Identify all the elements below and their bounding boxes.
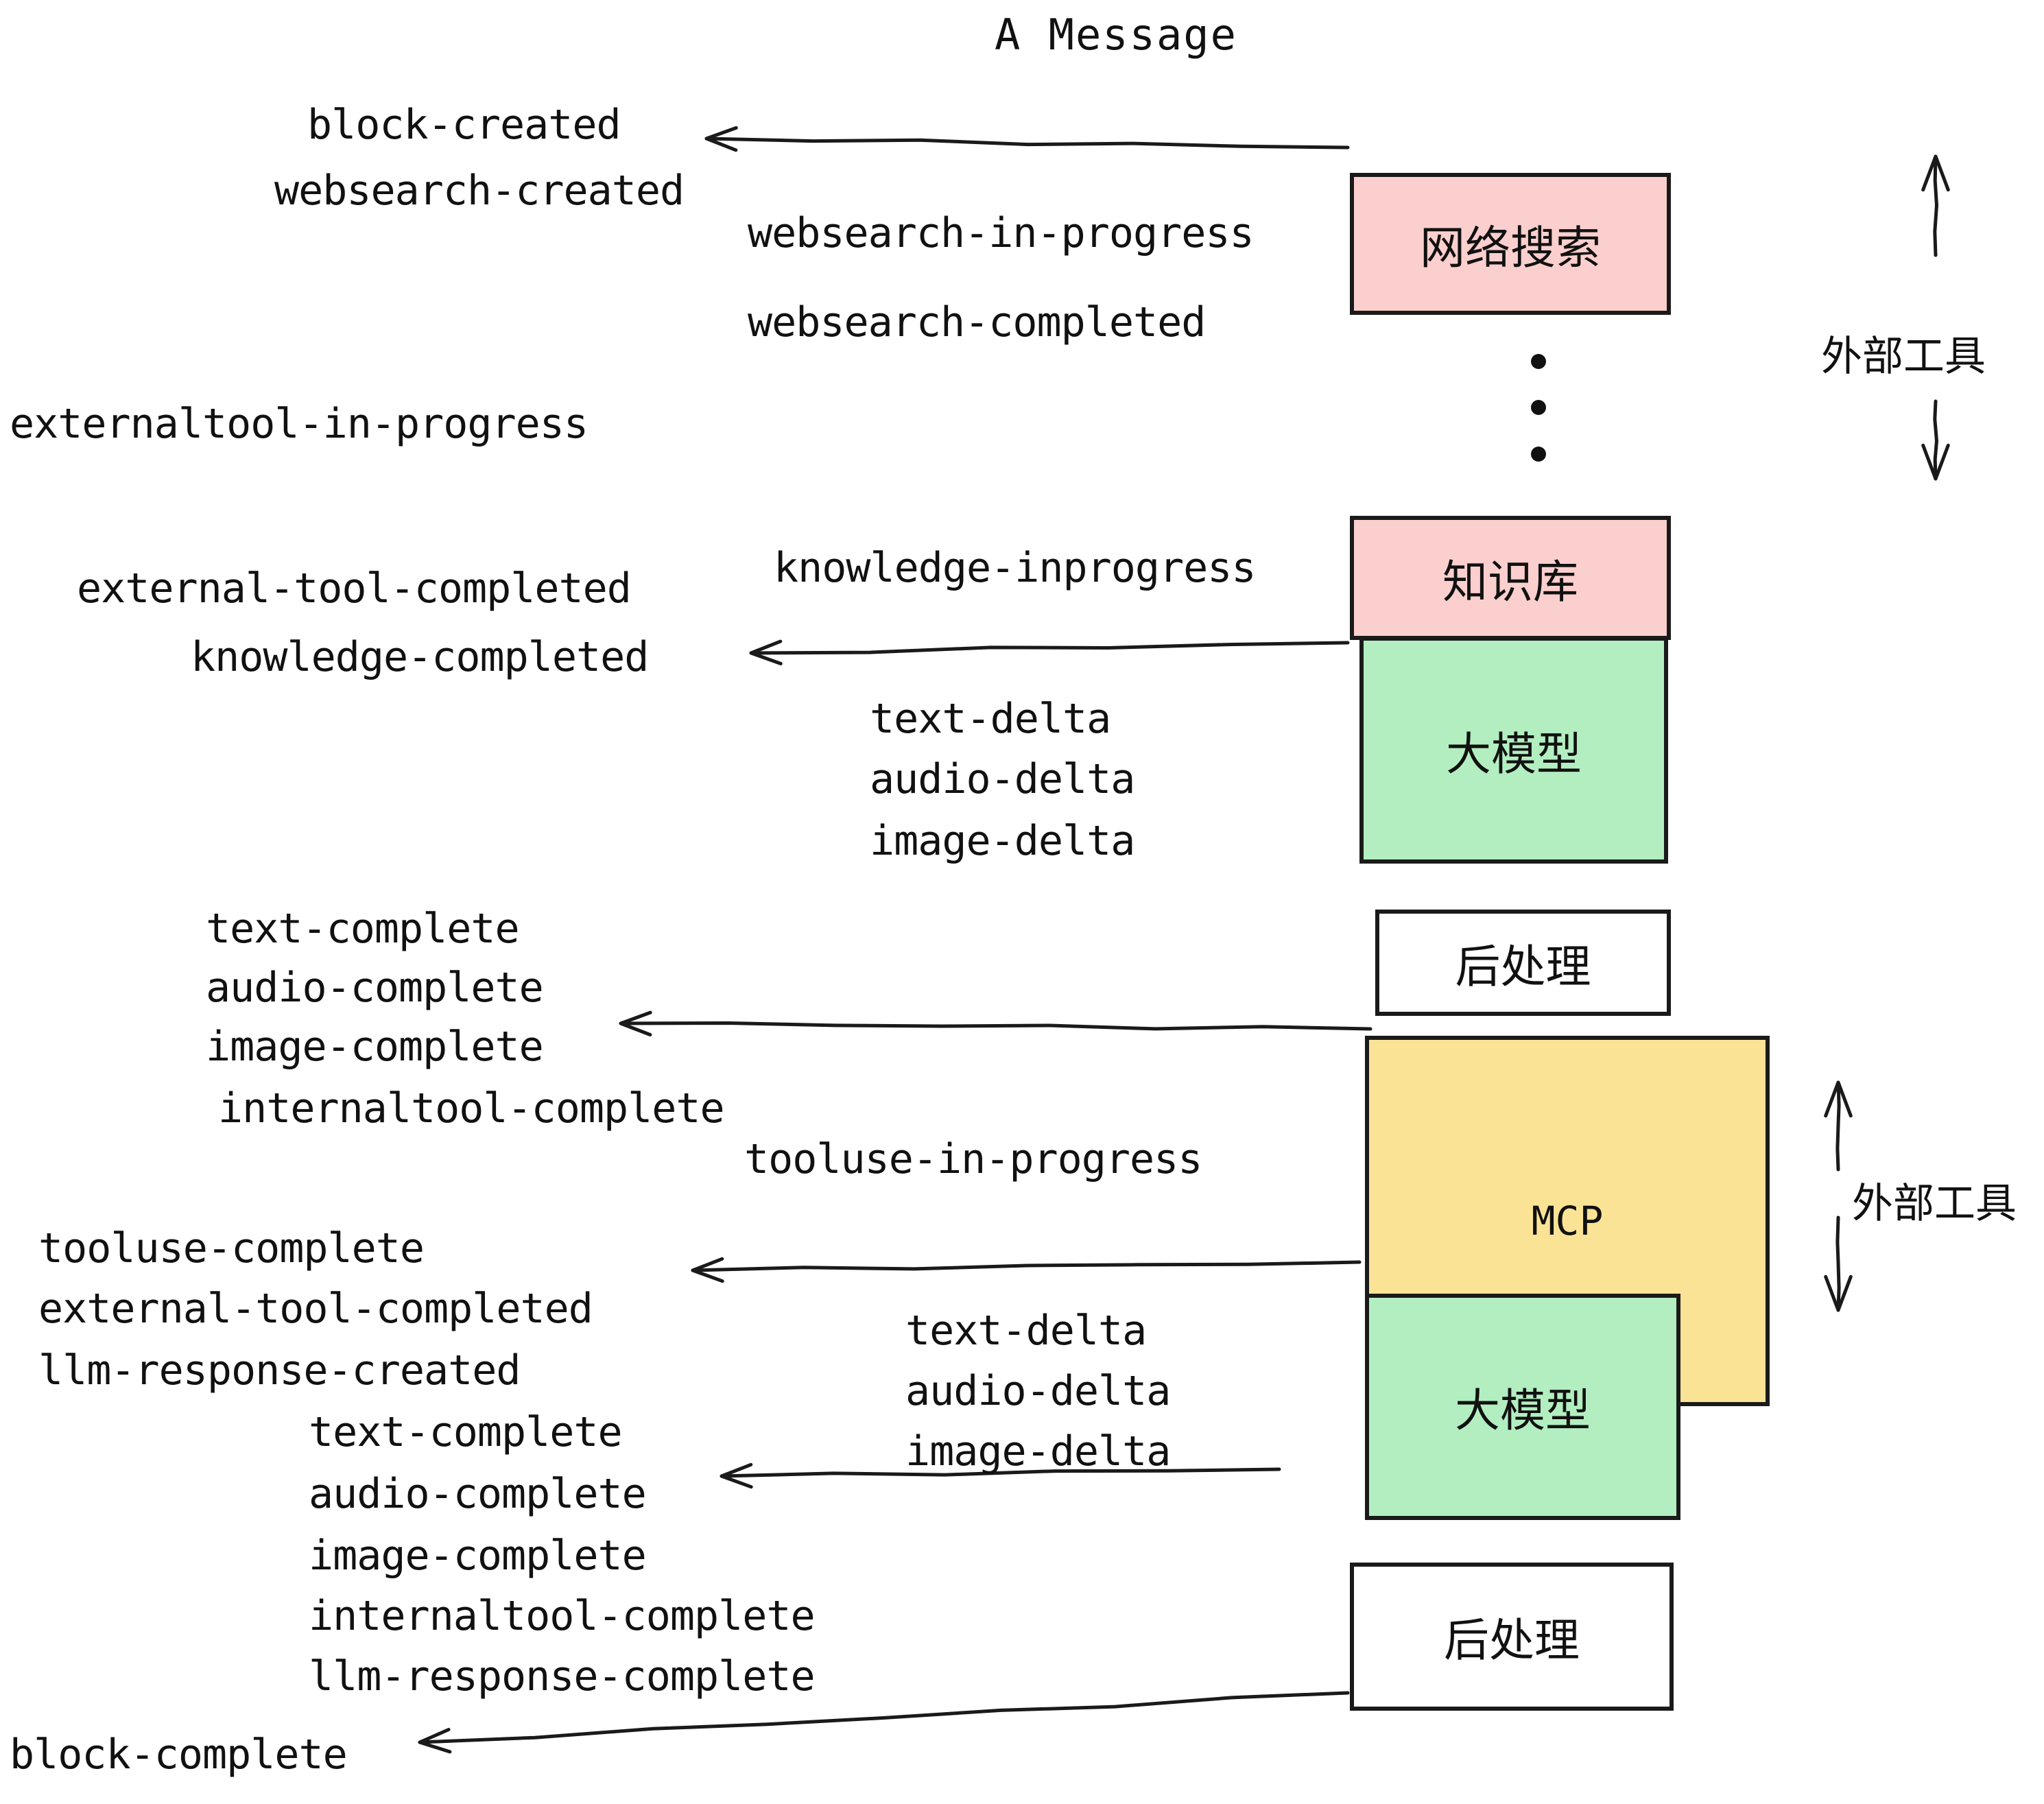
external-tools-arrow-up-2-line [1835,1080,1841,1172]
arrow-mcp-to-events-head [691,1257,724,1283]
event-label-image-complete-2: image-complete [309,1532,647,1580]
arrow-llm2-to-events-line [720,1467,1281,1478]
event-label-audio-delta-1: audio-delta [870,755,1135,803]
event-label-block-created: block-created [307,101,621,149]
event-label-text-complete-2: text-complete [309,1408,623,1456]
box-websearch: 网络搜索 [1350,173,1671,315]
event-label-websearch-in-progress: websearch-in-progress [748,209,1255,257]
external-tools-arrow-down-1-head [1921,443,1950,481]
page-title: A Message [995,10,1237,60]
event-label-audio-complete-2: audio-complete [309,1470,647,1518]
ellipsis-dot-1 [1531,354,1546,369]
event-label-image-delta-1: image-delta [870,817,1135,865]
box-label: 网络搜索 [1420,221,1601,274]
arrow-postproc2-to-events-head [418,1728,452,1754]
event-label-image-delta-2: image-delta [905,1427,1171,1475]
event-label-block-complete: block-complete [10,1731,348,1779]
external-tools-arrow-up-1-line [1933,154,1939,257]
arrow-postproc1-to-events-line [619,1021,1372,1031]
event-label-image-complete-1: image-complete [206,1023,544,1071]
event-label-internaltool-complete-1: internaltool-complete [218,1084,725,1132]
event-label-tooluse-in-progress: tooluse-in-progress [744,1135,1202,1183]
event-label-externaltool-in-progress: externaltool-in-progress [10,400,589,448]
event-label-websearch-created: websearch-created [274,167,685,215]
ellipsis-dot-3 [1531,447,1546,462]
external-tools-arrow-down-1-line [1933,399,1939,481]
arrow-knowledge-to-events-line [749,641,1350,655]
box-postproc-2: 后处理 [1350,1563,1674,1711]
arrow-mcp-to-events-line [691,1260,1362,1272]
external-tools-arrow-down-2-head [1824,1274,1853,1312]
box-label: 知识库 [1442,555,1578,608]
external-tools-arrow-up-1-head [1921,154,1950,192]
arrow-postproc2-to-events-line [418,1691,1350,1744]
box-label: 大模型 [1446,727,1582,781]
event-label-external-tool-completed-2: external-tool-completed [38,1285,593,1333]
side-label-external-tools-2: 外部工具 [1852,1180,2017,1228]
event-label-audio-complete-1: audio-complete [206,964,544,1012]
arrow-knowledge-to-events-head [749,639,783,665]
box-label: 大模型 [1455,1384,1591,1437]
box-label: 后处理 [1455,940,1591,993]
arrow-websearch-to-events-line [704,137,1350,150]
event-label-knowledge-completed: knowledge-completed [191,633,649,681]
external-tools-arrow-down-2-line [1835,1215,1841,1312]
external-tools-arrow-up-2-head [1824,1080,1853,1118]
ellipsis-dot-2 [1531,400,1546,415]
event-label-text-delta-1: text-delta [870,695,1111,743]
box-knowledge: 知识库 [1350,516,1671,640]
box-llm-1: 大模型 [1359,637,1668,864]
event-label-websearch-completed: websearch-completed [748,298,1206,346]
box-label: MCP [1531,1198,1604,1244]
side-label-external-tools-1: 外部工具 [1821,333,1986,381]
event-label-internaltool-complete-2: internaltool-complete [309,1592,816,1640]
box-postproc-1: 后处理 [1375,910,1671,1016]
event-label-llm-response-created: llm-response-created [38,1346,521,1394]
arrow-postproc1-to-events-head [619,1010,652,1036]
event-label-knowledge-inprogress: knowledge-inprogress [774,544,1256,592]
arrow-llm2-to-events-head [720,1462,753,1489]
event-label-audio-delta-2: audio-delta [905,1367,1171,1415]
event-label-text-delta-2: text-delta [905,1307,1147,1355]
arrow-websearch-to-events-head [704,126,738,152]
event-label-text-complete-1: text-complete [206,905,520,953]
event-label-tooluse-complete: tooluse-complete [38,1224,425,1272]
event-label-external-tool-completed-1: external-tool-completed [77,565,632,613]
box-llm-2: 大模型 [1365,1294,1680,1520]
box-label: 后处理 [1444,1614,1580,1667]
event-label-llm-response-complete: llm-response-complete [309,1652,816,1700]
